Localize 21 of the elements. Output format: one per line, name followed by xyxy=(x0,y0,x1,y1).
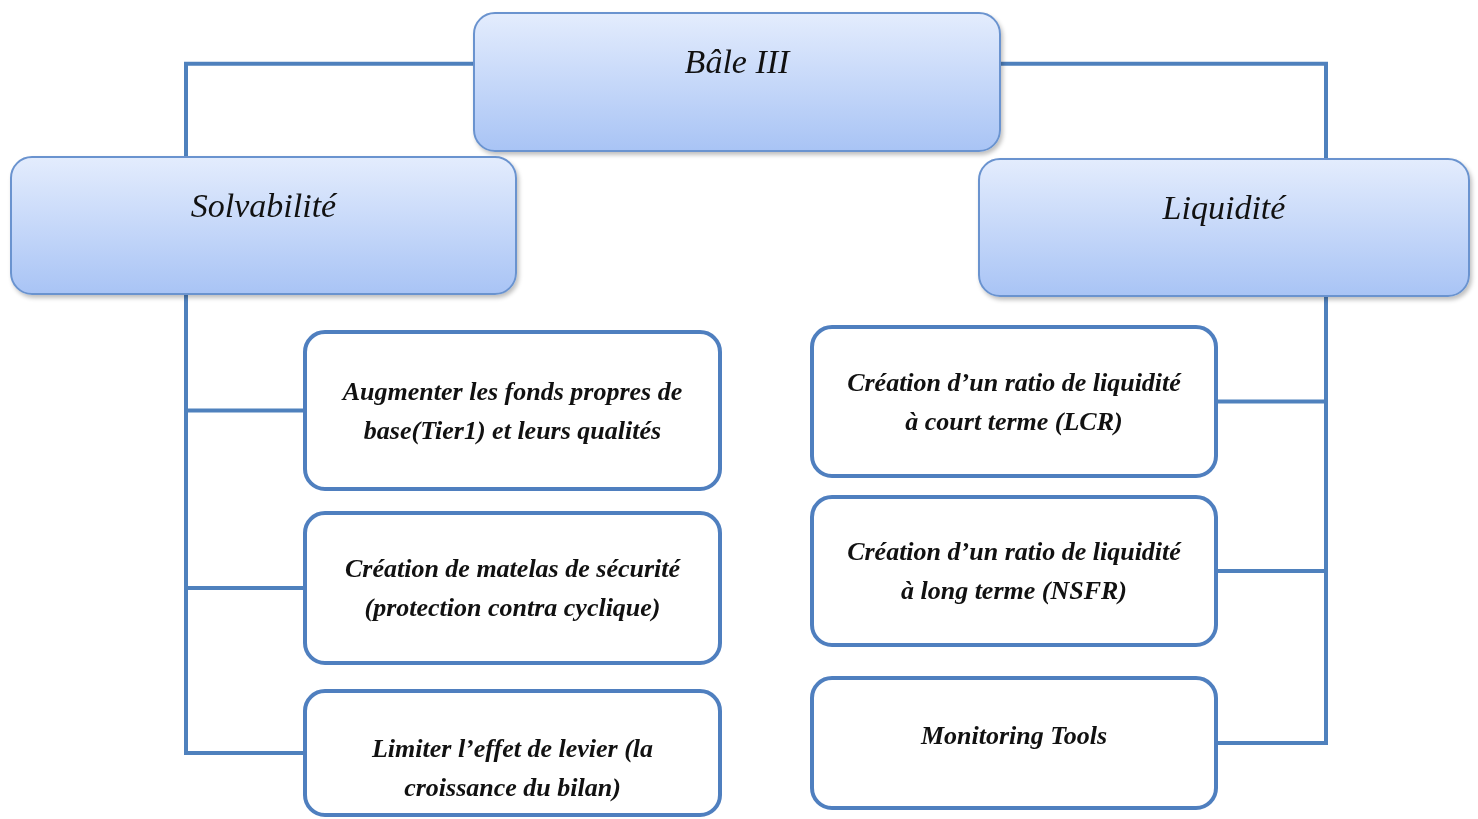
category-box xyxy=(473,12,1001,152)
measure-text: Augmenter les fonds propres de base(Tier1) et leurs qualités xyxy=(340,375,684,447)
category-box xyxy=(978,158,1470,297)
measure-box xyxy=(810,495,1218,647)
measure-text: Création de matelas de sécurité (protection contra cyclique) xyxy=(343,553,682,624)
connector-line xyxy=(1001,61,1328,158)
measure-text: Création d’un ratio de liquidité à long terme (NSFR) xyxy=(846,536,1183,607)
category-title: Bâle III xyxy=(684,43,790,81)
measure-box xyxy=(810,325,1218,478)
category-title: Solvabilité xyxy=(190,186,337,225)
category-title: Liquidité xyxy=(1162,188,1286,227)
measure-text: Monitoring Tools xyxy=(920,720,1108,752)
measure-box xyxy=(810,676,1218,810)
connector-line xyxy=(1218,297,1328,745)
connector-line xyxy=(184,61,473,156)
measure-box xyxy=(303,689,722,817)
measure-text: Création d’un ratio de liquidité à court terme (LCR) xyxy=(846,366,1183,438)
category-box xyxy=(10,156,517,295)
measure-box xyxy=(303,330,722,491)
measure-text: Limiter l’effet de levier (la croissance du bilan) xyxy=(370,733,655,804)
measure-box xyxy=(303,511,722,665)
